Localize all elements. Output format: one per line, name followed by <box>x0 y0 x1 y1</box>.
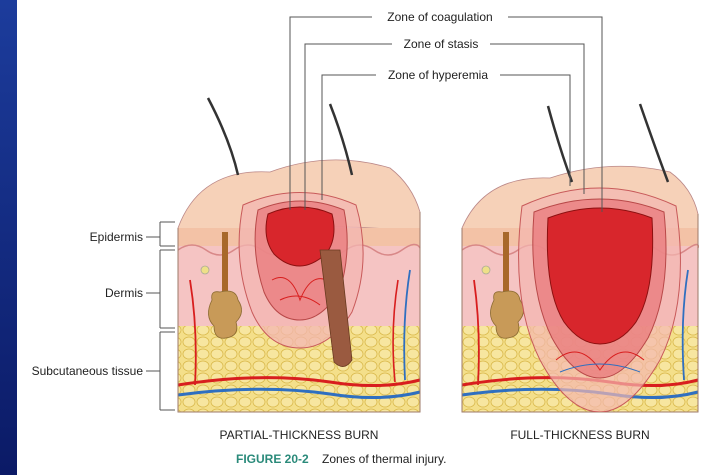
hair-icon <box>548 106 572 182</box>
partial-thickness-caption: PARTIAL-THICKNESS BURN <box>220 428 379 442</box>
zone-hyperemia-label: Zone of hyperemia <box>388 68 488 82</box>
zone-stasis-label: Zone of stasis <box>404 37 479 51</box>
full-thickness-caption: FULL-THICKNESS BURN <box>510 428 649 442</box>
figure-title: Zones of thermal injury. <box>322 452 447 466</box>
zone-coagulation-label: Zone of coagulation <box>387 10 492 24</box>
epidermis-label: Epidermis <box>90 230 143 244</box>
figure-number: FIGURE 20-2 <box>236 452 309 466</box>
subcutaneous-label: Subcutaneous tissue <box>32 364 144 378</box>
layer-brackets <box>146 222 175 410</box>
dermis-label: Dermis <box>105 286 143 300</box>
hair-icon <box>208 98 238 175</box>
